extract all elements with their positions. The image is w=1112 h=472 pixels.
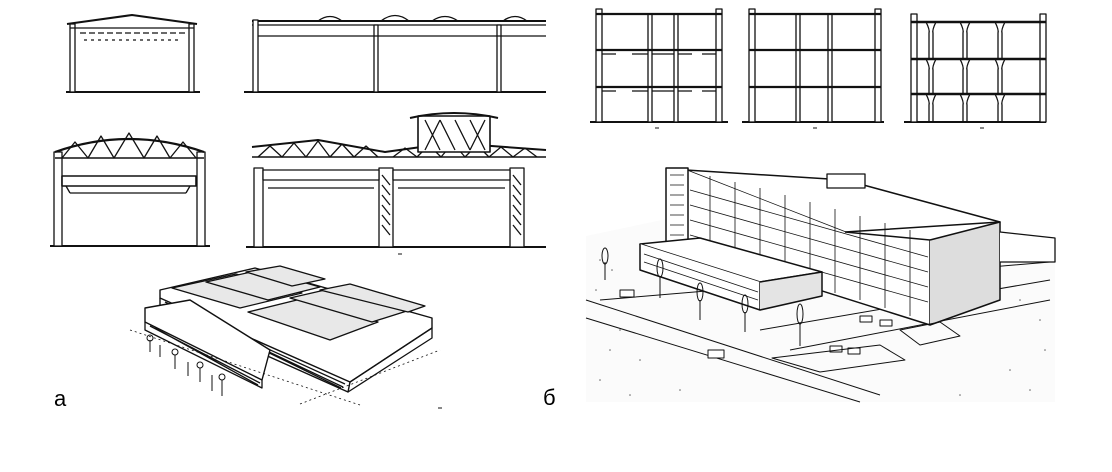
perspective-single-storey-factory xyxy=(125,265,441,406)
section-hall-truss-multispan xyxy=(246,112,547,248)
panel-label-a: а xyxy=(54,386,67,411)
section-marks xyxy=(398,127,984,409)
section-frame-capitals xyxy=(904,13,1047,123)
section-frame-flat-slab xyxy=(742,8,884,123)
section-frame-beam xyxy=(590,8,728,123)
section-hall-truss-crane xyxy=(50,132,210,247)
perspective-multi-storey-complex xyxy=(585,167,1056,403)
section-hall-multispan xyxy=(244,14,546,93)
section-hall-simple xyxy=(66,14,200,93)
panel-label-b: б xyxy=(543,385,556,410)
